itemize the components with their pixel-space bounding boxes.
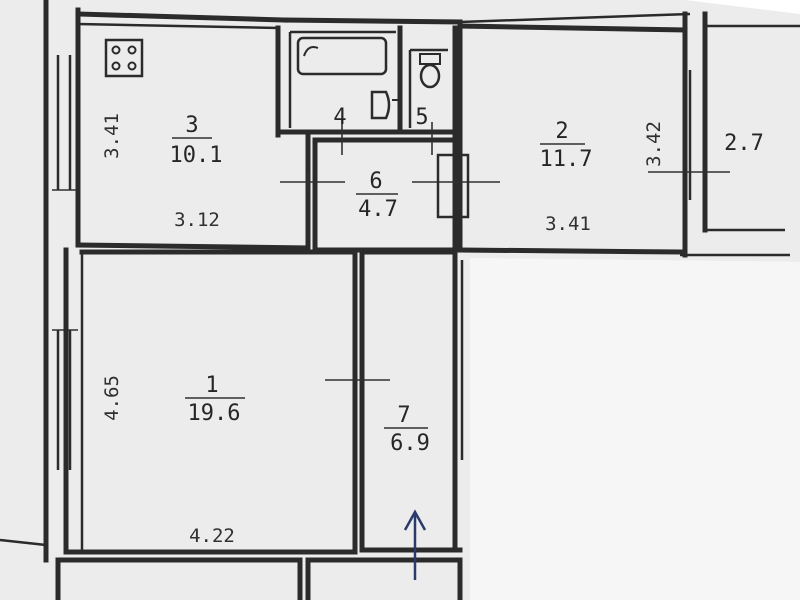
room-1-height-dimension: 4.65 — [101, 375, 123, 421]
room-3-area: 10.1 — [170, 143, 223, 168]
room-1-area: 19.6 — [188, 401, 241, 426]
room-5-label: 5 — [415, 105, 428, 130]
sink-icon — [370, 90, 398, 120]
room-6-label: 6 4.7 — [356, 169, 398, 222]
top-wall — [75, 11, 800, 258]
bottom-strip-walls — [55, 557, 463, 600]
room-3-number: 3 — [185, 113, 198, 138]
bathtub-icon — [296, 36, 388, 76]
room-2-number: 2 — [555, 119, 568, 144]
left-outer-wall — [0, 0, 81, 563]
room-2-width-dimension: 3.41 — [545, 213, 591, 235]
room-7-label: 7 6.9 — [384, 403, 430, 456]
room-6-number: 6 — [369, 169, 382, 194]
room-7-number: 7 — [397, 403, 410, 428]
room-2-label: 2 11.7 — [540, 119, 593, 172]
room-1-walls — [63, 249, 358, 555]
door-markers — [280, 120, 730, 381]
room-5-number: 5 — [415, 105, 428, 130]
entrance-arrow-icon — [403, 509, 427, 580]
room-1-label: 1 19.6 — [185, 373, 245, 426]
room-4-label: 4 — [333, 105, 346, 130]
room-4-number: 4 — [333, 105, 346, 130]
room-1-width-dimension: 4.22 — [189, 525, 235, 547]
room-3-width-dimension: 3.12 — [174, 209, 220, 231]
balcony-area: 2.7 — [724, 131, 764, 156]
room-7-area: 6.9 — [390, 431, 430, 456]
stove-icon — [104, 38, 144, 78]
room-2-walls — [457, 27, 683, 255]
room-1-number: 1 — [205, 373, 218, 398]
room-3-height-dimension: 3.41 — [101, 113, 123, 159]
room-3-label: 3 10.1 — [170, 113, 223, 168]
room-2-area: 11.7 — [540, 147, 593, 172]
blank-paper-area — [470, 258, 800, 600]
room-6-area: 4.7 — [358, 197, 398, 222]
room-7-walls — [359, 249, 464, 553]
balcony-label: 2.7 — [724, 131, 764, 156]
toilet-icon — [419, 53, 441, 89]
room-2-height-dimension: 3.42 — [643, 121, 665, 167]
